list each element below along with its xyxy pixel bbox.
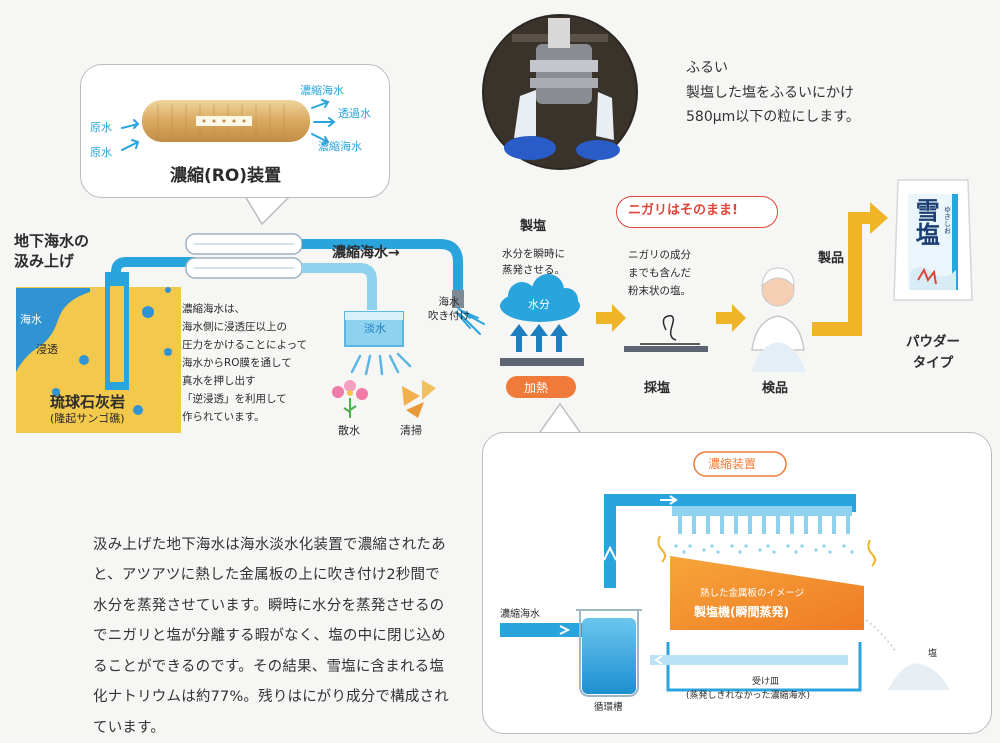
limestone-label: 琉球石灰岩	[50, 392, 125, 412]
product-step-label: 製品	[818, 250, 844, 268]
ro-out-top-label: 濃縮海水	[300, 84, 344, 99]
plate-title: 製塩機(瞬間蒸発)	[694, 604, 789, 620]
spray-label: 海水 吹き付け	[428, 296, 470, 323]
ro-device-title: 濃縮(RO)装置	[170, 165, 281, 188]
seawater-label: 海水	[20, 313, 42, 328]
cloud-label: 水分	[528, 298, 550, 313]
pumpup-label: 地下海水の 汲み上げ	[14, 232, 89, 271]
ro-in-bottom-label: 原水	[90, 146, 112, 161]
ro-description: 濃縮海水は、 海水側に浸透圧以上の 圧力をかけることによって 海水からRO膜を通…	[182, 300, 307, 426]
salt-label: 塩	[928, 648, 937, 660]
circulation-tank-label: 循環槽	[594, 702, 623, 715]
detail-title: 濃縮装置	[708, 456, 756, 472]
tray-sub-label: (蒸発しきれなかった濃縮海水)	[686, 690, 810, 702]
evaporation-arrows	[510, 324, 568, 352]
tray-label: 受け皿	[752, 676, 779, 688]
sieve-desc: 製塩した塩をふるいにかけ 580μm以下の粒にします。	[686, 81, 860, 130]
sieve-photo	[482, 14, 638, 170]
ro-out-bottom-label: 濃縮海水	[318, 140, 362, 155]
flower-icon	[332, 380, 368, 418]
plate-note: 熱した金属板のイメージ	[700, 588, 804, 601]
freshwater-tank-label: 淡水	[364, 322, 386, 337]
watering-label: 散水	[338, 424, 360, 439]
concentrated-pipe-label: 濃縮海水→	[332, 244, 400, 263]
nigari-callout-text: ニガリはそのまま!	[628, 202, 738, 220]
package-name: 雪塩	[912, 198, 937, 246]
nigari-desc: ニガリの成分 までも含んだ 粉末状の塩。	[628, 246, 691, 300]
cleaning-label: 清掃	[400, 424, 422, 439]
collect-step-label: 採塩	[644, 380, 670, 398]
inspector-figure	[752, 268, 806, 372]
sieve-caption: ふるい 製塩した塩をふるいにかけ 580μm以下の粒にします。	[686, 56, 860, 130]
package-type: パウダー タイプ	[906, 332, 960, 374]
sieve-title: ふるい	[686, 56, 860, 81]
concentration-device-diagram	[500, 452, 950, 696]
ro-out-mid-label: 透過水	[338, 107, 371, 122]
limestone-sub-label: (隆起サンゴ礁)	[50, 412, 125, 427]
salt-making-title: 製塩	[520, 218, 546, 236]
cleaning-icon	[402, 380, 436, 418]
inspect-step-label: 検品	[762, 380, 788, 398]
body-text: 汲み上げた地下海水は海水淡水化装置で濃縮されたあと、アツアツに熱した金属板の上に…	[93, 530, 453, 743]
detail-inlet-label: 濃縮海水	[500, 608, 540, 622]
salt-making-desc: 水分を瞬時に 蒸発させる。	[502, 246, 565, 279]
ro-in-top-label: 原水	[90, 121, 112, 136]
heat-label: 加熱	[524, 380, 548, 396]
package-reading: ゆきしお	[942, 206, 953, 234]
seepage-label: 浸透	[36, 343, 58, 358]
